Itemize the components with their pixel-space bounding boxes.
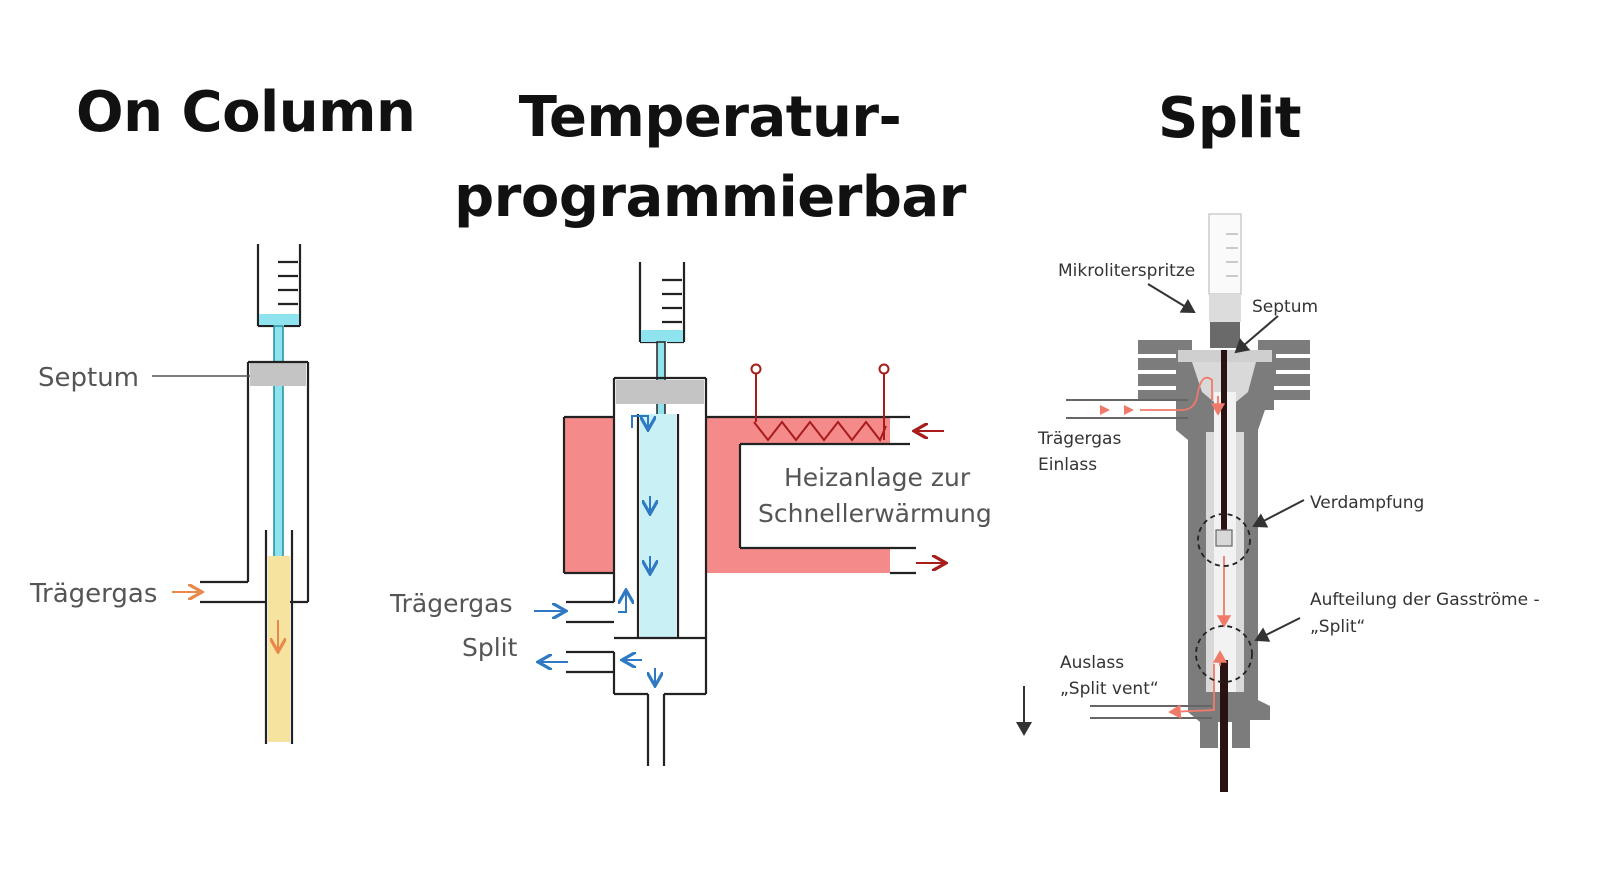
title-temperature-programmable: Temperatur- programmierbar xyxy=(440,78,980,238)
split-syringe-plunger xyxy=(1209,294,1241,322)
on-column-syringe xyxy=(256,244,302,328)
temperature-diagram: Heizanlage zur Schnellerwärmung Trägerga… xyxy=(389,262,992,766)
split-column xyxy=(1220,660,1228,792)
heater-label-line1: Heizanlage zur xyxy=(784,463,971,492)
on-column-syringe-liquid xyxy=(259,314,299,325)
on-column-diagram: Septum Trägergas xyxy=(29,244,310,744)
temperature-liner xyxy=(640,414,676,638)
split-droplet xyxy=(1215,529,1233,547)
split-outlet-label-line2: „Split vent“ xyxy=(1060,679,1159,699)
heater-terminal-right xyxy=(878,363,890,375)
split-syringe-barrel xyxy=(1208,213,1242,295)
split-diagram: Mikroliterspritze Septum Trägergas Einla… xyxy=(1016,213,1540,792)
temperature-split-label: Split xyxy=(462,633,518,662)
title-temperature-line1: Temperatur- xyxy=(518,85,902,150)
split-splitting-zone xyxy=(1195,625,1253,683)
temperature-syringe-liquid xyxy=(641,330,683,342)
split-gas-split-label-line2: „Split“ xyxy=(1310,617,1365,637)
split-septum-label: Septum xyxy=(1252,297,1318,317)
heater-right-block xyxy=(706,417,890,573)
heater-left-block xyxy=(564,417,614,573)
split-septum-block xyxy=(1210,322,1240,348)
split-carrier-inlet-label-line1: Trägergas xyxy=(1037,429,1121,449)
heater-coil xyxy=(753,420,887,442)
split-needle xyxy=(1221,350,1227,540)
title-on-column: On Column xyxy=(76,80,416,145)
split-outlet-label-line1: Auslass xyxy=(1060,653,1124,673)
temperature-carrier-gas-label: Trägergas xyxy=(389,589,513,618)
on-column-septum-label: Septum xyxy=(38,363,139,393)
heater-terminal-left xyxy=(750,363,762,375)
split-syringe-label: Mikroliterspritze xyxy=(1058,261,1195,281)
on-column-septum-block xyxy=(250,362,306,386)
on-column-carrier-gas-label: Trägergas xyxy=(29,579,157,609)
temperature-injector-body xyxy=(566,376,708,766)
split-vaporization-zone xyxy=(1197,513,1251,567)
split-carrier-inlet-label-line2: Einlass xyxy=(1038,455,1097,475)
split-vaporization-label: Verdampfung xyxy=(1310,493,1424,513)
split-gas-split-label-line1: Aufteilung der Gasströme - xyxy=(1310,590,1540,610)
heater-label-line2: Schnellerwärmung xyxy=(758,499,992,528)
temperature-septum-block xyxy=(616,380,704,404)
title-split: Split xyxy=(1158,86,1302,151)
title-temperature-line2: programmierbar xyxy=(454,165,966,230)
on-column-injector-body xyxy=(200,360,310,604)
